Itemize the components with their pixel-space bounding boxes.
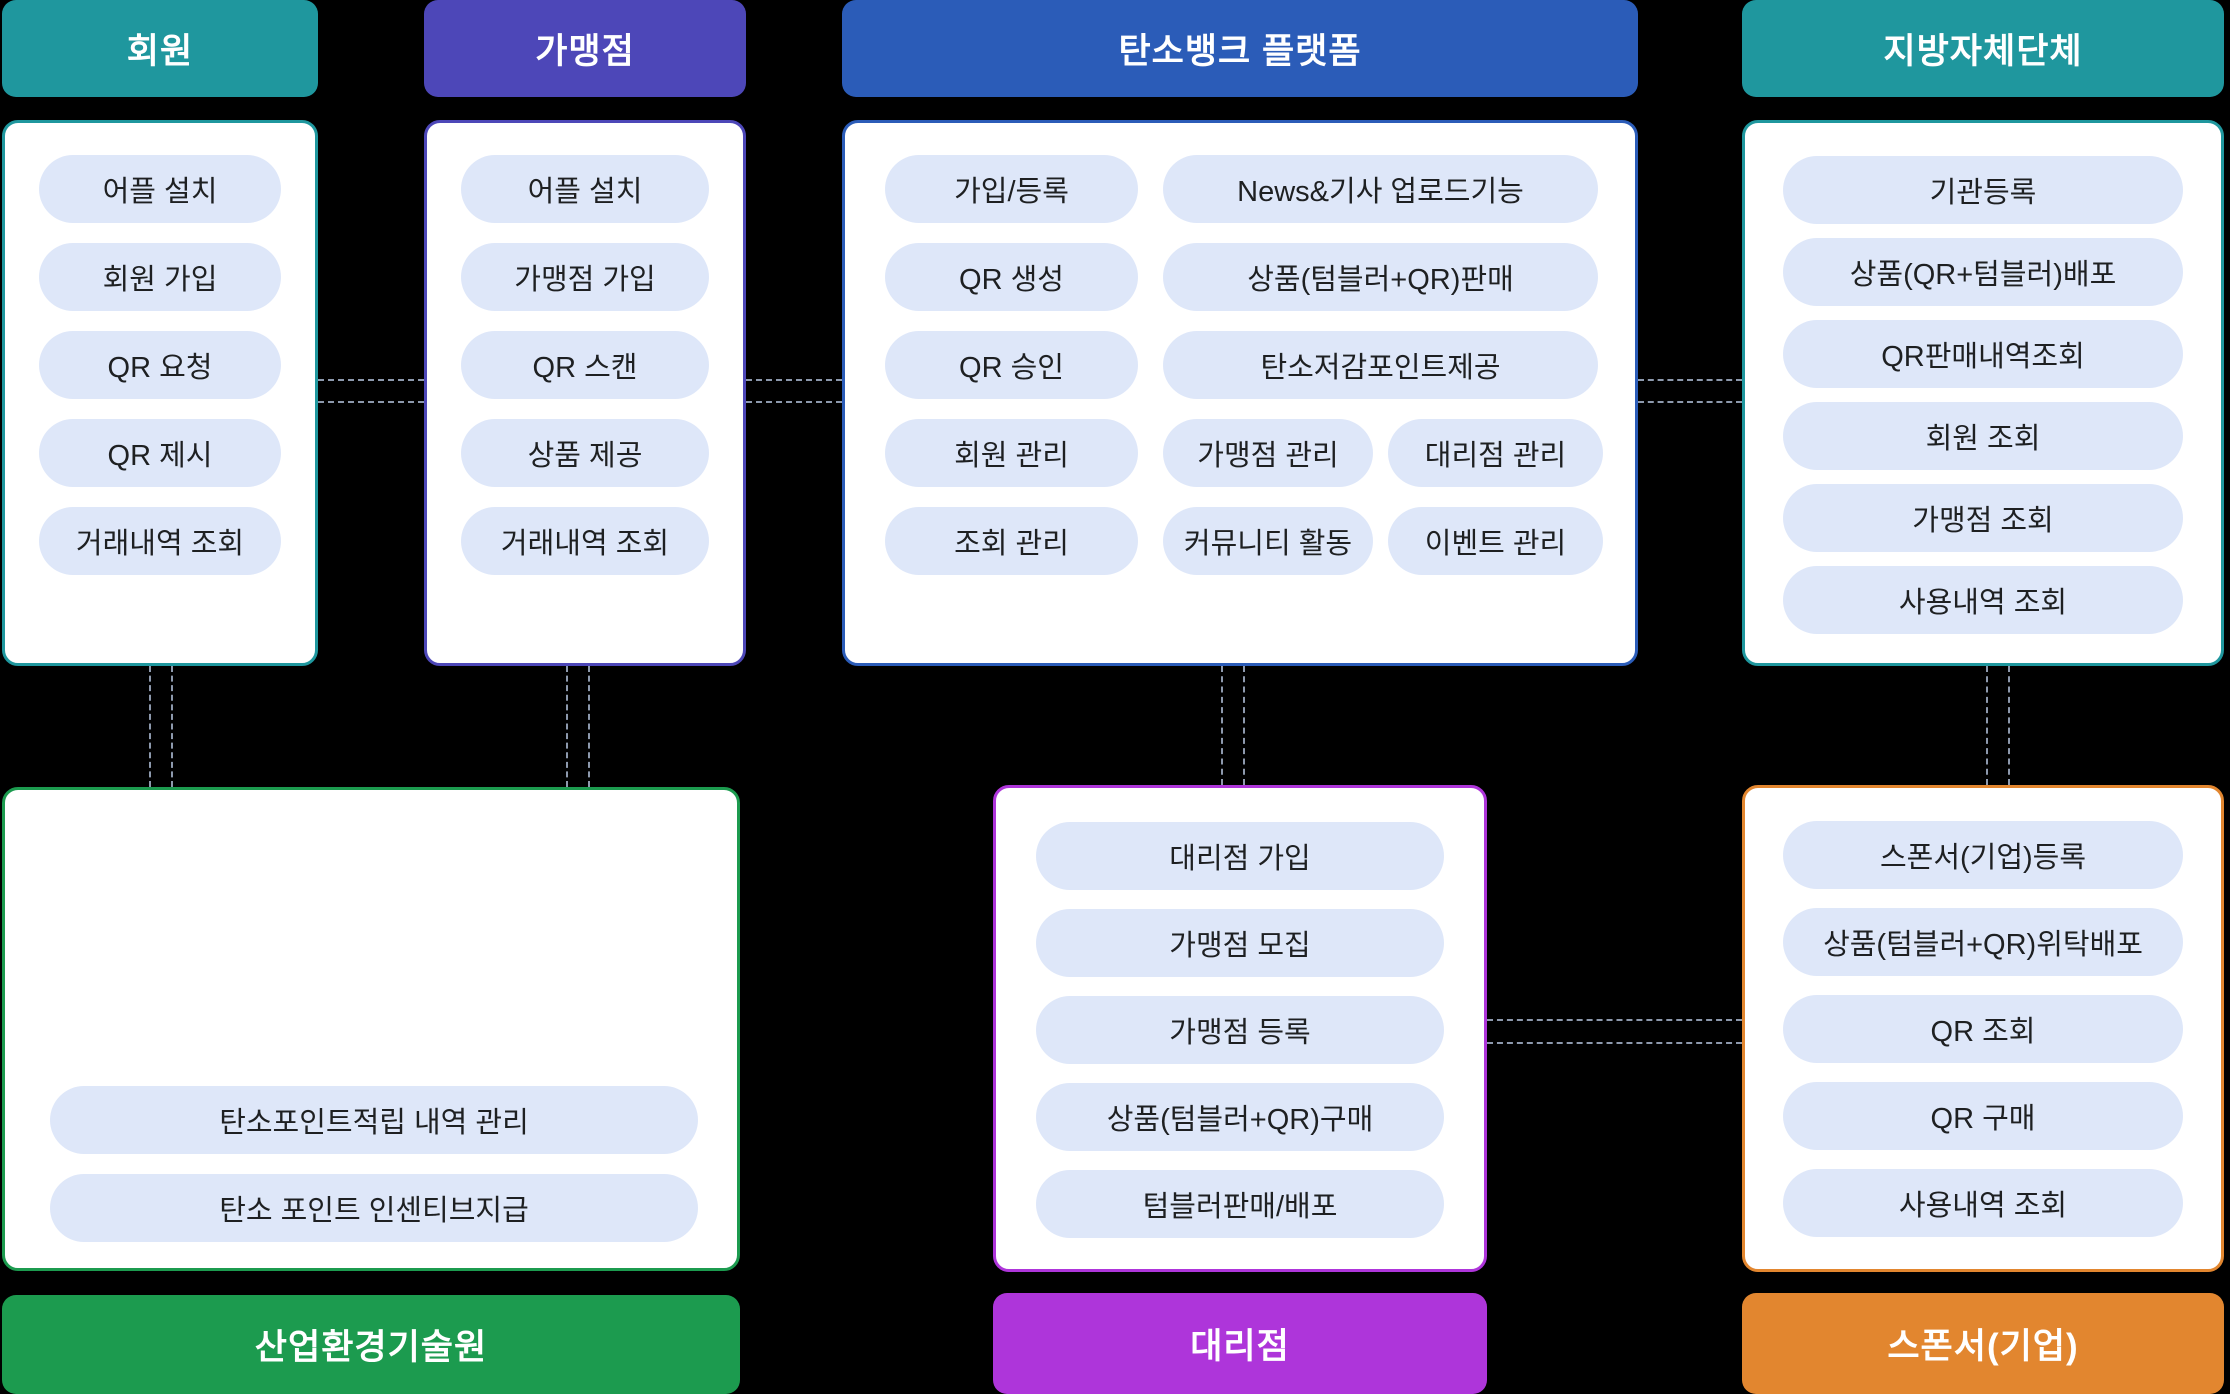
node-pill: 가맹점 모집 [1036,909,1444,977]
node-pill: 탄소포인트적립 내역 관리 [50,1086,698,1154]
node-pill: 가맹점 조회 [1783,484,2183,552]
connector-merchant-platform [746,401,842,403]
government-header: 지방자체단체 [1742,0,2224,97]
node-pill: 커뮤니티 활동 [1163,507,1373,575]
node-pill: QR 스캔 [461,331,709,399]
tech-institute-footer: 산업환경기술원 [2,1295,740,1394]
node-pill: 사용내역 조회 [1783,566,2183,634]
node-pill: 가맹점 관리 [1163,419,1373,487]
node-pill: 탄소저감포인트제공 [1163,331,1598,399]
connector-platform-government [1638,401,1742,403]
platform-box: 가입/등록 QR 생성 QR 승인 News&기사 업로드기능 상품(텀블러+Q… [842,120,1638,666]
node-pill: 회원 가입 [39,243,281,311]
node-pill: QR 제시 [39,419,281,487]
connector-merchant-platform [746,379,842,381]
agency-box: 대리점 가입 가맹점 모집 가맹점 등록 상품(텀블러+QR)구매 텀블러판매/… [993,785,1487,1272]
node-pill: QR판매내역조회 [1783,320,2183,388]
sponsor-footer: 스폰서(기업) [1742,1293,2224,1394]
node-pill: 가맹점 가입 [461,243,709,311]
connector-merchant-tech [566,666,568,787]
node-pill: 탄소 포인트 인센티브지급 [50,1174,698,1242]
connector-government-sponsor [1986,666,1988,785]
member-header-label: 회원 [126,32,194,71]
connector-member-merchant [318,401,424,403]
node-pill: 대리점 가입 [1036,822,1444,890]
node-pill: 이벤트 관리 [1388,507,1603,575]
node-pill: 상품(텀블러+QR)구매 [1036,1083,1444,1151]
member-header: 회원 [2,0,318,97]
node-pill: QR 요청 [39,331,281,399]
connector-merchant-tech [588,666,590,787]
agency-footer: 대리점 [993,1293,1487,1394]
node-pill: 기관등록 [1783,156,2183,224]
connector-member-merchant [318,379,424,381]
merchant-header: 가맹점 [424,0,746,97]
node-pill: 어플 설치 [461,155,709,223]
platform-header-label: 탄소뱅크 플랫폼 [1118,32,1362,71]
tech-institute-box: 탄소포인트적립 내역 관리 탄소 포인트 인센티브지급 [2,787,740,1271]
connector-member-tech [171,666,173,787]
node-pill: QR 구매 [1783,1082,2183,1150]
government-header-label: 지방자체단체 [1883,32,2083,71]
node-pill: 사용내역 조회 [1783,1169,2183,1237]
node-pill: 가입/등록 [885,155,1138,223]
node-pill: 가맹점 등록 [1036,996,1444,1064]
member-box: 어플 설치 회원 가입 QR 요청 QR 제시 거래내역 조회 [2,120,318,666]
connector-platform-agency [1243,666,1245,785]
node-pill: QR 조회 [1783,995,2183,1063]
node-pill: 거래내역 조회 [39,507,281,575]
node-pill: 상품 제공 [461,419,709,487]
connector-platform-government [1638,379,1742,381]
node-pill: 회원 관리 [885,419,1138,487]
sponsor-box: 스폰서(기업)등록 상품(텀블러+QR)위탁배포 QR 조회 QR 구매 사용내… [1742,785,2224,1272]
node-pill: 회원 조회 [1783,402,2183,470]
merchant-header-label: 가맹점 [535,32,635,71]
merchant-box: 어플 설치 가맹점 가입 QR 스캔 상품 제공 거래내역 조회 [424,120,746,666]
tech-institute-footer-label: 산업환경기술원 [254,1328,488,1367]
node-pill: 상품(텀블러+QR)위탁배포 [1783,908,2183,976]
agency-footer-label: 대리점 [1190,1327,1290,1366]
node-pill: 텀블러판매/배포 [1036,1170,1444,1238]
node-pill: 대리점 관리 [1388,419,1603,487]
connector-platform-agency [1221,666,1223,785]
node-pill: QR 승인 [885,331,1138,399]
sponsor-footer-label: 스폰서(기업) [1887,1327,2079,1366]
node-pill: 상품(QR+텀블러)배포 [1783,238,2183,306]
node-pill: 거래내역 조회 [461,507,709,575]
node-pill: 스폰서(기업)등록 [1783,821,2183,889]
government-box: 기관등록 상품(QR+텀블러)배포 QR판매내역조회 회원 조회 가맹점 조회 … [1742,120,2224,666]
node-pill: 어플 설치 [39,155,281,223]
connector-agency-sponsor [1487,1042,1742,1044]
platform-header: 탄소뱅크 플랫폼 [842,0,1638,97]
connector-agency-sponsor [1487,1019,1742,1021]
node-pill: News&기사 업로드기능 [1163,155,1598,223]
connector-government-sponsor [2008,666,2010,785]
connector-member-tech [149,666,151,787]
node-pill: 조회 관리 [885,507,1138,575]
node-pill: 상품(텀블러+QR)판매 [1163,243,1598,311]
node-pill: QR 생성 [885,243,1138,311]
